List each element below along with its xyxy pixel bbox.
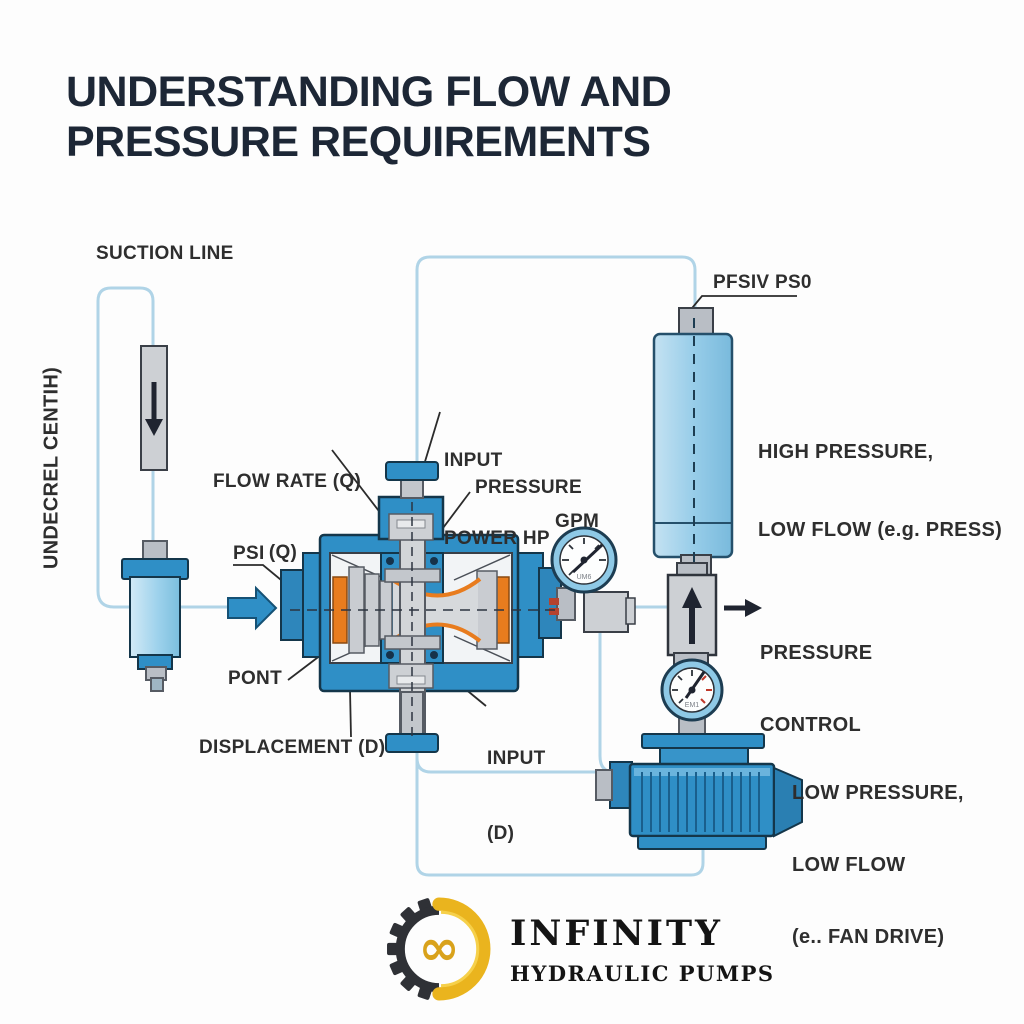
page-title: UNDERSTANDING FLOW AND PRESSURE REQUIREM… bbox=[66, 68, 672, 168]
pressure-gauge-face-text: EM1 bbox=[685, 702, 700, 709]
valve-up-arrow-icon bbox=[682, 587, 702, 644]
infinity-symbol: ∞ bbox=[419, 919, 460, 976]
flow-meter-fitting bbox=[583, 591, 636, 633]
electric-motor bbox=[595, 733, 803, 850]
displacement-label: DISPLACEMENT (D) bbox=[199, 737, 386, 758]
low-pressure-label: LOW PRESSURE, LOW FLOW (e.. FAN DRIVE) bbox=[792, 782, 964, 948]
pressure-control-valve bbox=[666, 562, 718, 668]
pump-cross-section bbox=[280, 461, 576, 753]
flow-down-arrow-icon bbox=[145, 382, 163, 436]
accumulator-cylinder bbox=[652, 307, 734, 586]
pressure-control-label: PRESSURE CONTROL bbox=[760, 642, 873, 736]
filter bbox=[121, 540, 189, 692]
logo-name: INFINITY bbox=[510, 912, 723, 954]
return-loop-pipe bbox=[415, 750, 705, 877]
high-pressure-label: HIGH PRESSURE, LOW FLOW (e.g. PRESS) bbox=[758, 441, 1003, 541]
suction-line-label: SUCTION LINE bbox=[96, 243, 234, 264]
hydraulic-pipes bbox=[96, 255, 705, 877]
infinity-gear-logo-icon: ∞ bbox=[387, 897, 491, 1001]
inlet-flow-arrow-icon bbox=[227, 585, 278, 631]
pressure-label: PRESSURE bbox=[475, 477, 582, 498]
left-vertical-label: UNDECREL CENTIH) bbox=[40, 366, 63, 570]
title-line-2: PRESSURE REQUIREMENTS bbox=[66, 117, 651, 166]
input-d-label: INPUT (D) bbox=[487, 748, 546, 844]
title-line-1: UNDERSTANDING FLOW AND bbox=[66, 68, 672, 116]
pressure-loop-pipe bbox=[415, 255, 697, 468]
flow-gauge: UM6 bbox=[550, 526, 618, 594]
brand-logo: ∞ INFINITY HYDRAULIC PUMPS bbox=[386, 896, 775, 1002]
gauge-needle bbox=[571, 543, 604, 574]
input-power-label: INPUT POWER HP bbox=[444, 450, 550, 549]
strainer bbox=[140, 345, 168, 471]
flow-gauge-face-text: UM6 bbox=[577, 574, 592, 581]
logo-tagline: HYDRAULIC PUMPS bbox=[510, 960, 775, 986]
pressure-control-arrow-icon bbox=[724, 599, 762, 617]
pont-label: PONT bbox=[228, 668, 282, 689]
port-label: PFSIV PS0 bbox=[713, 272, 812, 293]
gauge-needle bbox=[684, 671, 706, 699]
pressure-gauge: EM1 bbox=[660, 658, 724, 737]
gpm-label: GPM bbox=[555, 511, 600, 532]
flow-rate-label: FLOW RATE (Q) (Q) bbox=[213, 470, 362, 563]
psi-label: PSI bbox=[233, 543, 265, 564]
suction-pipe bbox=[96, 286, 237, 609]
